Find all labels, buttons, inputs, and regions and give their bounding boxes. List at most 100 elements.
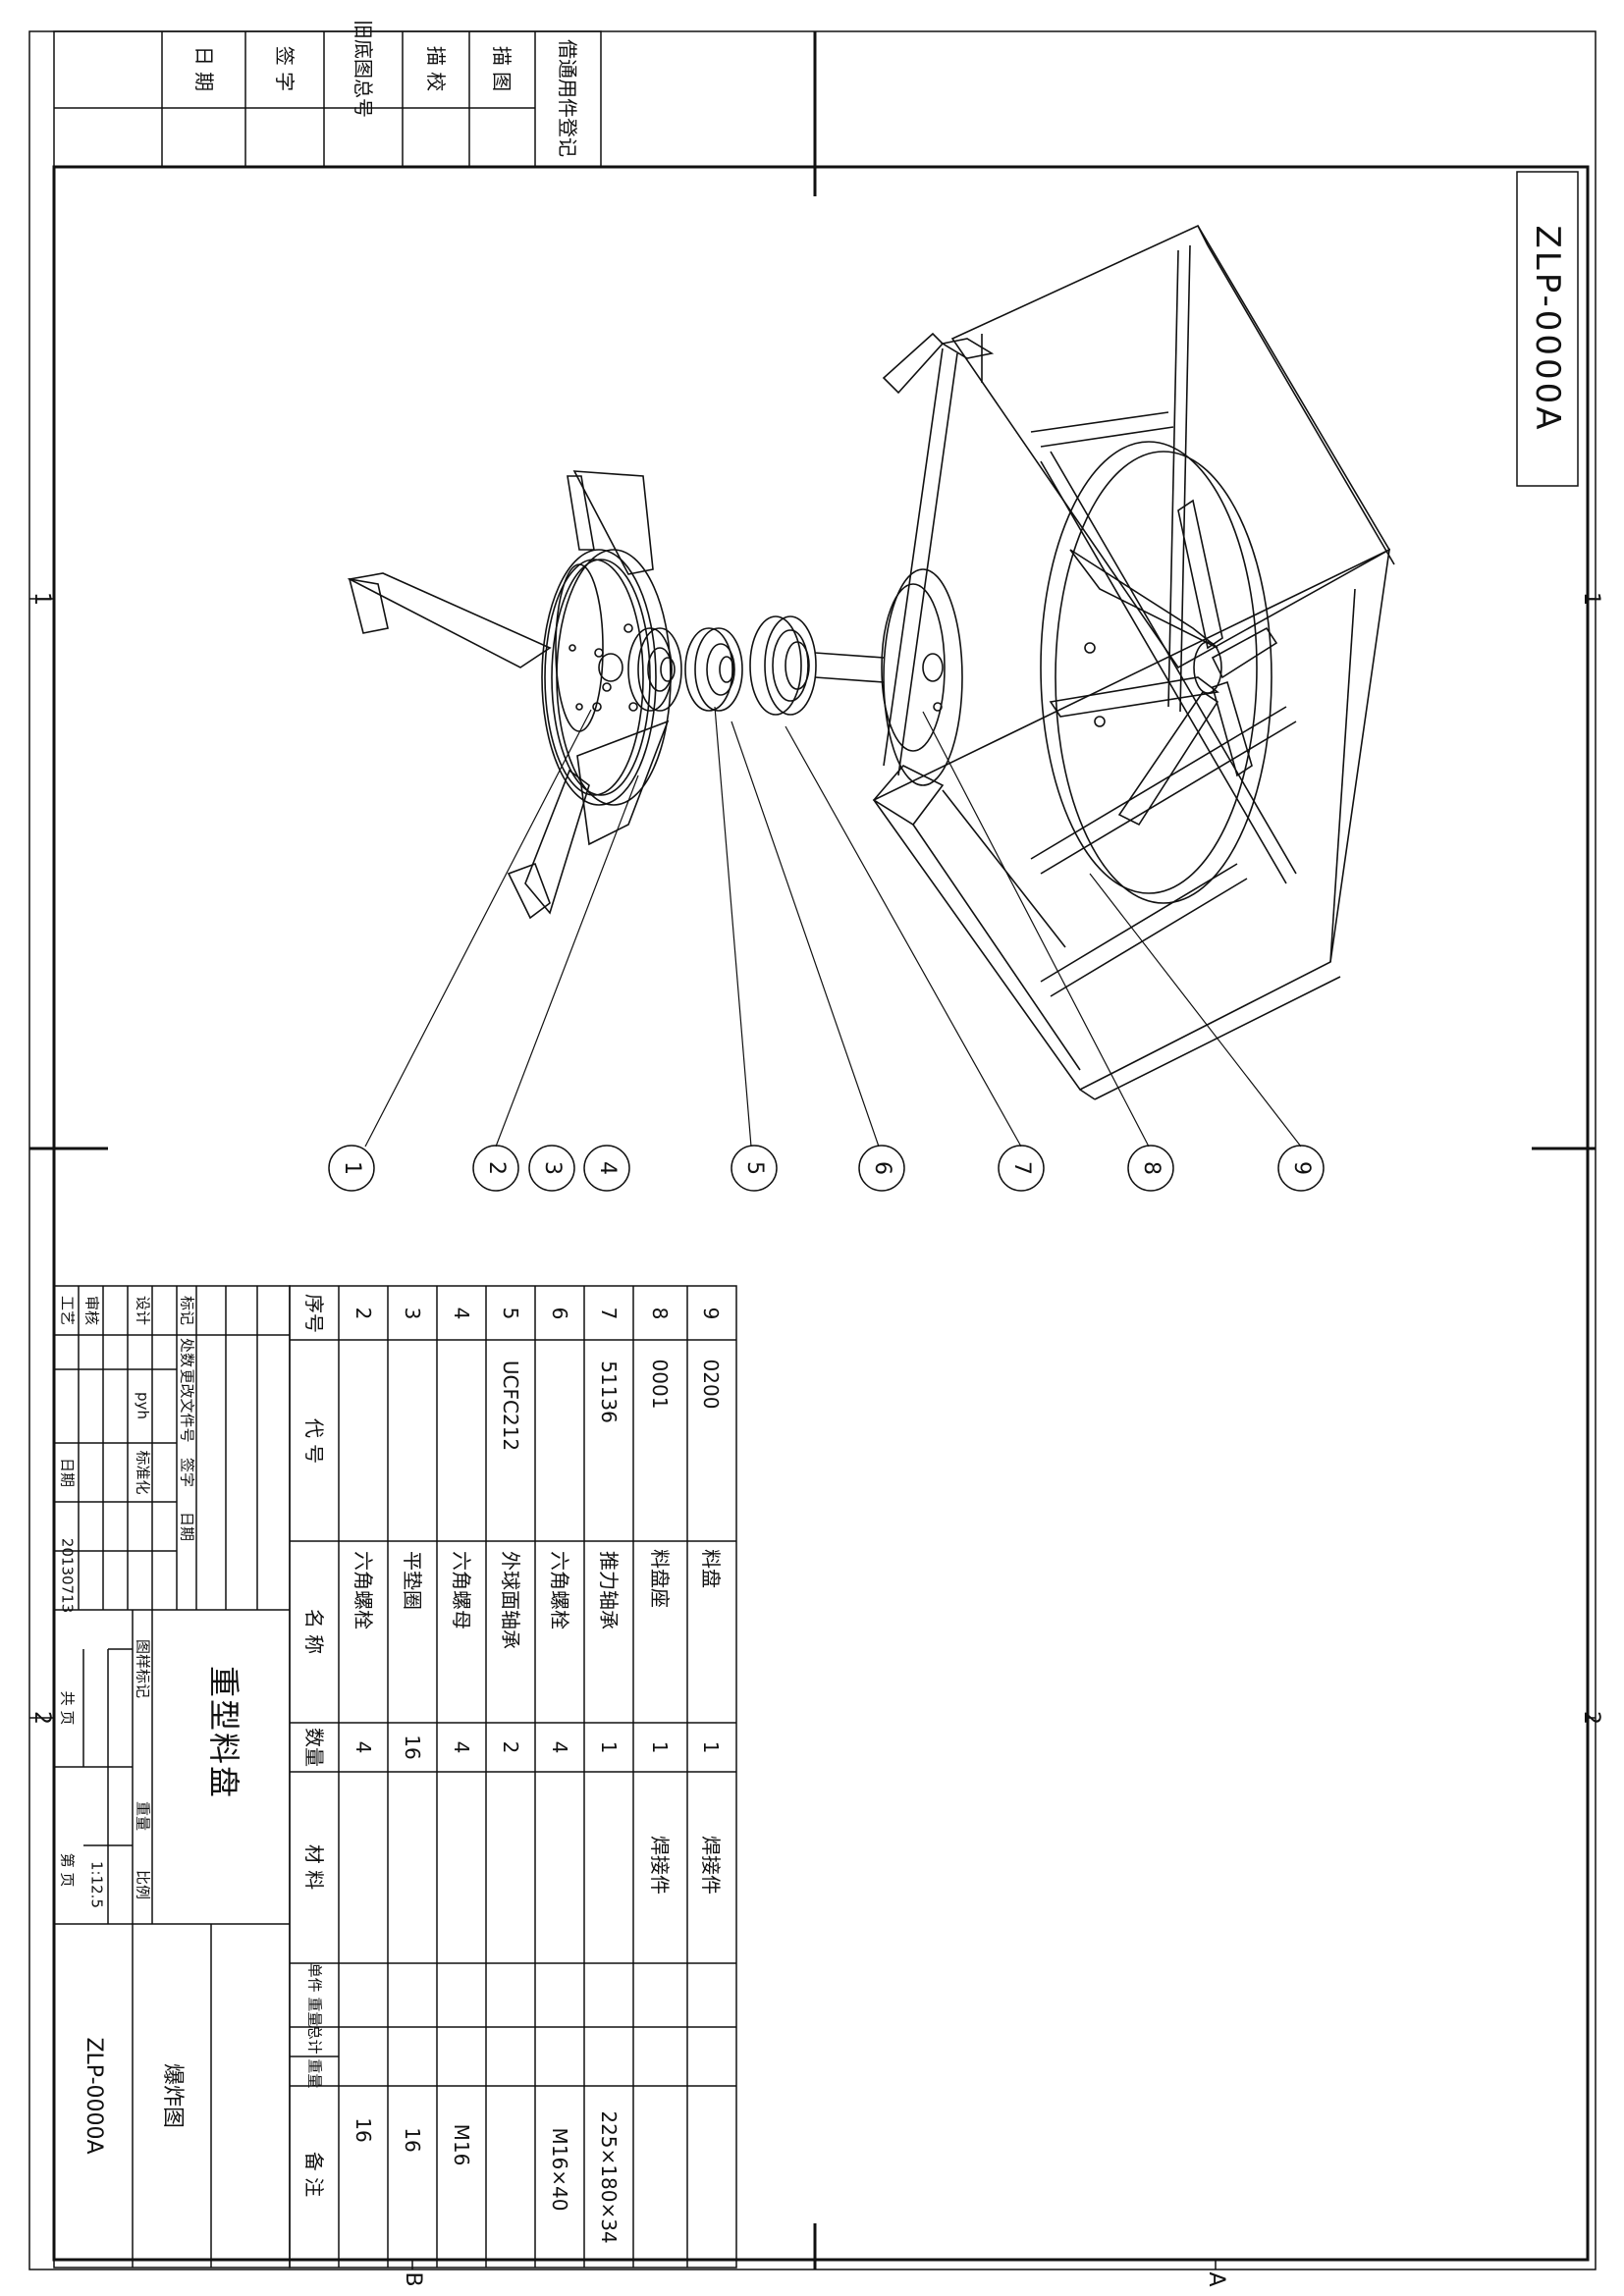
bom-row-qty: 1 (597, 1740, 621, 1754)
grid-label-rowB: B (401, 2271, 425, 2287)
title-review: 审核 (82, 1295, 101, 1326)
bom-row-seq: 7 (597, 1307, 621, 1320)
bom-row-name: 外球面轴承 (499, 1551, 522, 1649)
bom-row-seq: 3 (401, 1307, 424, 1320)
title-sign: 签字 (178, 1457, 196, 1488)
drawing-frame (52, 165, 1590, 2262)
bom-row-qty: 4 (450, 1740, 473, 1754)
exploded-view (347, 224, 1395, 1148)
borrow-row-trace: 描 图 (490, 45, 514, 92)
bom-row-name: 六角螺栓 (548, 1551, 571, 1629)
bom-row-name: 六角螺栓 (352, 1551, 375, 1629)
part-seat (881, 568, 963, 786)
leader-lines (364, 706, 1302, 1148)
title-change-doc: 更改文件号 (178, 1368, 196, 1443)
bom-row-remark: 225×180×34 (597, 2110, 621, 2244)
title-designer: pyh (134, 1392, 152, 1419)
borrow-row-sign: 签 字 (273, 45, 297, 92)
balloon-7: 7 (1009, 1161, 1034, 1175)
title-scale-value: 1:12.5 (87, 1861, 106, 1908)
borrow-row-old-number: 旧底图总号 (352, 20, 375, 118)
title-process: 工艺 (58, 1295, 77, 1326)
bom-row-code: 51136 (597, 1361, 621, 1423)
part-base (347, 470, 670, 920)
bom-table-lines (289, 1285, 737, 2269)
bom-row-code: UCFC212 (499, 1360, 522, 1452)
part-thrust-bearing (749, 615, 817, 716)
bom-header-qty: 数量 (302, 1728, 326, 1767)
balloon-2: 2 (484, 1161, 509, 1175)
bom-row-material: 焊接件 (648, 1836, 672, 1895)
title-weight: 重量 (134, 1800, 152, 1832)
grid-label-rowA: A (1204, 2271, 1228, 2287)
title-sheet-total: 共 页 (58, 1690, 77, 1726)
bom-row-material: 焊接件 (699, 1836, 723, 1895)
bom-header-name: 名 称 (302, 1608, 326, 1655)
balloon-5: 5 (742, 1161, 767, 1175)
bom-row-code: 0001 (648, 1359, 672, 1410)
bom-row-name: 六角螺母 (450, 1551, 473, 1629)
bom-row-name: 推力轴承 (597, 1551, 621, 1629)
bom-row-remark: M16×40 (548, 2127, 571, 2212)
balloon-6: 6 (870, 1161, 894, 1175)
part-flange (627, 627, 682, 712)
title-mark: 标记 (178, 1295, 196, 1326)
grid-label-col2-left: 2 (29, 1711, 54, 1725)
bom-header-unit-weight: 单件 重量 (305, 1962, 324, 2027)
bom-row-seq: 2 (352, 1307, 375, 1320)
bom-header-material: 材 料 (302, 1843, 326, 1891)
bom-row-code: 0200 (699, 1359, 723, 1410)
center-marks (29, 31, 1596, 2269)
balloon-9: 9 (1289, 1161, 1314, 1175)
drawing-number-top: ZLP-0000A (1528, 225, 1567, 433)
title-stage-mark: 图样标记 (134, 1638, 152, 1699)
bom-row-remark: 16 (401, 2127, 424, 2153)
bom-row-remark: 16 (352, 2117, 375, 2143)
bom-row-seq: 4 (450, 1307, 473, 1320)
bom-row-seq: 6 (548, 1307, 571, 1320)
title-design: 设计 (134, 1295, 152, 1326)
drawing-number-box (1516, 171, 1579, 487)
drawing-type: 爆炸图 (160, 2062, 185, 2129)
bom-header-seq: 序号 (302, 1294, 326, 1333)
borrow-row-trace-check: 描 校 (424, 45, 448, 92)
drawing-number-title-block: ZLP-0000A (81, 2037, 106, 2155)
title-scale: 比例 (134, 1869, 152, 1900)
bom-row-qty: 4 (352, 1740, 375, 1754)
bom-header-total-weight: 总计 重量 (305, 2024, 324, 2089)
bom-row-qty: 16 (401, 1735, 424, 1760)
title-count: 处数 (178, 1337, 196, 1368)
balloon-4: 4 (595, 1161, 620, 1175)
balloon-1: 1 (340, 1161, 364, 1175)
bom-row-qty: 1 (648, 1740, 672, 1754)
title-date-label: 日期 (58, 1457, 77, 1488)
bom-row-seq: 5 (499, 1307, 522, 1320)
sheet-trim (28, 30, 1597, 2270)
grid-ticks (29, 598, 1596, 2269)
bom-row-name: 料盘 (699, 1549, 723, 1588)
borrow-register (53, 30, 602, 168)
title-date: 日期 (178, 1511, 196, 1542)
grid-label-col2-right: 2 (1579, 1711, 1603, 1725)
title-block-lines (53, 1285, 291, 2269)
part-shaft (814, 652, 885, 683)
borrow-row-date: 日 期 (192, 45, 216, 92)
bom-row-remark: M16 (450, 2123, 473, 2166)
bom-row-name: 平垫圈 (401, 1551, 424, 1610)
borrow-register-header: 借通用件登记 (556, 39, 579, 157)
part-frame (872, 224, 1395, 1100)
title-standardize: 标准化 (134, 1450, 152, 1495)
bom-row-seq: 9 (699, 1307, 723, 1320)
bom-row-seq: 8 (648, 1307, 672, 1320)
title-sheet-no: 第 页 (58, 1852, 77, 1888)
part-bearing-ucfc (684, 627, 743, 712)
bom-row-qty: 1 (699, 1740, 723, 1754)
balloon-circles (328, 1145, 1325, 1192)
drawing-title: 重型料盘 (205, 1665, 243, 1800)
grid-label-col1-left: 1 (29, 592, 54, 606)
bom-row-name: 料盘座 (648, 1549, 672, 1608)
balloon-3: 3 (540, 1161, 565, 1175)
bom-header-remark: 备 注 (302, 2151, 326, 2198)
bom-row-qty: 4 (548, 1740, 571, 1754)
